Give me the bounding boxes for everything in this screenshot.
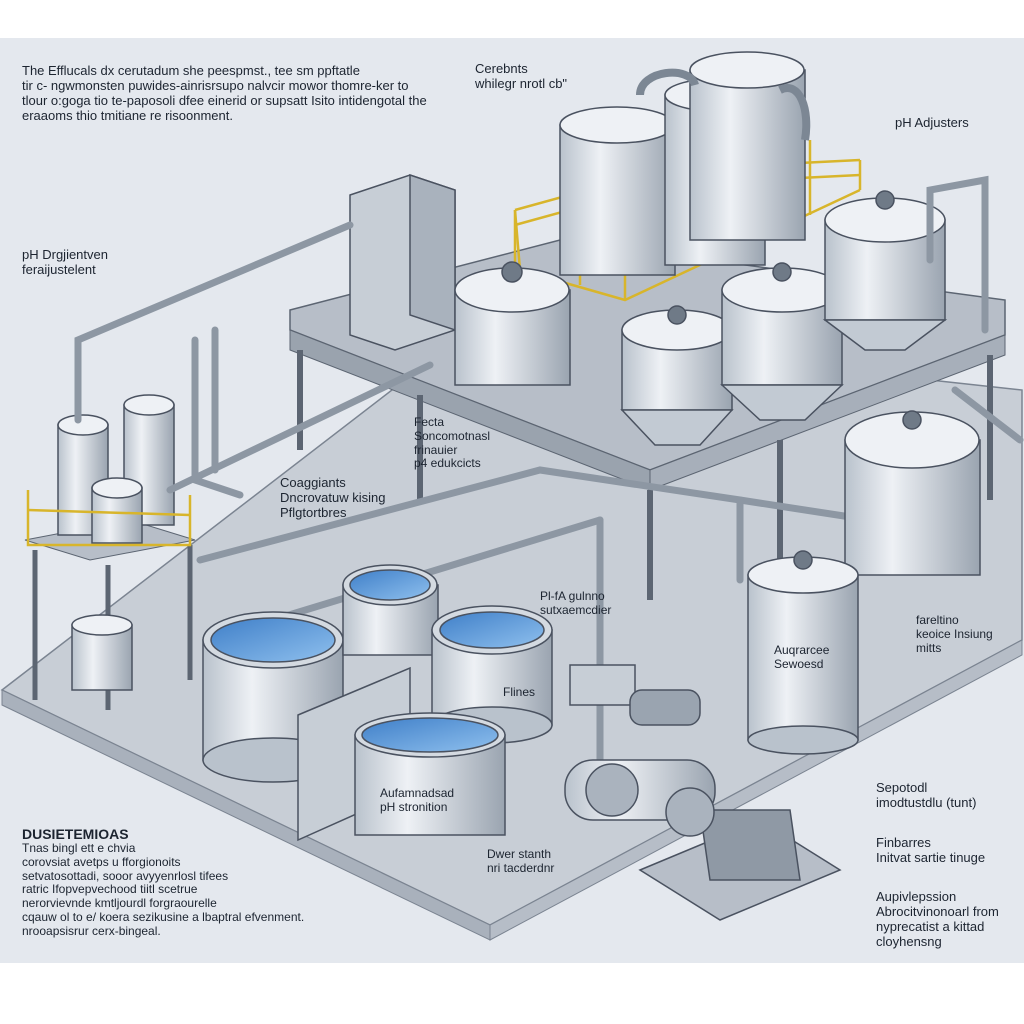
label-right-tank-side: fareltino keoice Insiung mitts xyxy=(916,613,993,655)
label-right-vessel-line-1: Auqrarcee xyxy=(774,643,830,657)
pump-skid xyxy=(564,664,842,921)
control-cabinet xyxy=(349,173,456,351)
label-ph-mid: Pl-fA gulnno sutxaemcdier xyxy=(540,589,612,618)
label-separator-line-2: imodtustdlu (tunt) xyxy=(876,794,977,810)
label-right-vessel-line-2: Sewoesd xyxy=(774,656,824,671)
label-pump-line-2: nri tacderdnr xyxy=(487,860,555,875)
label-ph-left-line-2: feraijustelent xyxy=(22,261,96,277)
label-ph-adjusters-line-1: pH Adjusters xyxy=(895,115,969,130)
label-pump: Dwer stanth nri tacderdnr xyxy=(487,847,555,876)
label-coagulants: Coaggiants Dncrovatuw kising Pflgtortbre… xyxy=(280,475,386,521)
storage-tanks-top xyxy=(559,51,811,276)
label-aupilvepssion-line-4: cloyhensng xyxy=(876,933,942,949)
notes-line-3: setvatosottadi, sooor avyyenrlosl tifees xyxy=(22,868,229,883)
notes-line-7: nrooapsisrur cerx-bingeal. xyxy=(22,923,161,938)
label-filtration: Finbarres Initvat sartie tinuge xyxy=(876,835,986,866)
notes-block: DUSIETEMIOAS Tnas bingl ett e chvia coro… xyxy=(22,826,304,939)
label-coagulants-line-2: Dncrovatuw kising xyxy=(280,489,386,505)
label-filtration-line-2: Initvat sartie tinuge xyxy=(876,849,986,865)
ph-adjuster-tanks xyxy=(620,190,948,446)
label-basin: Aufamnadsad pH stronition xyxy=(380,786,455,815)
label-centrifuge-line-2: whilegr nrotl cb" xyxy=(475,75,568,91)
label-ph-mid-line-2: sutxaemcdier xyxy=(540,602,612,617)
label-right-tank-side-line-1: fareltino xyxy=(916,613,959,627)
label-ph-mid-line-1: Pl-fA gulnno xyxy=(540,589,605,603)
label-center-mix: Fecta Soncomotnasl frinauier p4 edukcict… xyxy=(414,415,491,471)
label-coagulants-line-1: Coaggiants xyxy=(280,475,346,490)
label-center-mix-line-3: frinauier xyxy=(414,442,458,457)
label-ph-adjusters: pH Adjusters xyxy=(895,115,969,131)
label-pump-line-1: Dwer stanth xyxy=(487,847,552,861)
label-centrifuge: Cerebnts whilegr nrotl cb" xyxy=(475,61,568,92)
label-aupilvepssion-line-1: Aupivlepssion xyxy=(876,889,957,904)
label-filter-box-line-1: Flines xyxy=(503,685,536,699)
label-ph-left: pH Drgjientven feraijustelent xyxy=(22,247,108,278)
intro-line-3: tlour o:goga tio te-paposoli dfee eineri… xyxy=(22,92,427,108)
label-basin-line-2: pH stronition xyxy=(380,799,448,814)
label-aupilvepssion-line-2: Abrocitvinonoarl from xyxy=(876,903,999,919)
notes-title: DUSIETEMIOAS xyxy=(22,826,129,842)
label-basin-line-1: Aufamnadsad xyxy=(380,786,455,800)
label-right-vessel: Auqrarcee Sewoesd xyxy=(774,643,830,672)
intro-line-1: The Efflucals dx cerutadum she peespmst.… xyxy=(22,63,360,78)
intro-line-2: tir c- ngwmonsten puwides-ainrisrsupo na… xyxy=(22,77,409,93)
intro-line-4: eraaoms thio tmitiane re risoonment. xyxy=(22,107,233,123)
label-aupilvepssion: Aupivlepssion Abrocitvinonoarl from nypr… xyxy=(876,889,999,950)
coagulant-tank xyxy=(454,261,571,386)
right-vessels xyxy=(747,410,981,755)
left-tank-platform xyxy=(24,394,196,710)
label-filtration-line-1: Finbarres xyxy=(876,835,931,850)
label-filter-box: Flines xyxy=(503,685,536,700)
notes-line-2: corovsiat avetps u fforgionoits xyxy=(22,854,181,869)
label-center-mix-line-1: Fecta xyxy=(414,415,445,429)
label-centrifuge-line-1: Cerebnts xyxy=(475,61,528,76)
label-separator-line-1: Sepotodl xyxy=(876,780,928,795)
label-center-mix-line-4: p4 edukcicts xyxy=(414,456,481,471)
notes-line-1: Tnas bingl ett e chvia xyxy=(22,841,136,856)
label-center-mix-line-2: Soncomotnasl xyxy=(414,428,491,443)
notes-line-6: cqauw ol to e/ koera sezikusine a lbaptr… xyxy=(22,910,305,925)
label-ph-left-line-1: pH Drgjientven xyxy=(22,247,108,262)
label-right-tank-side-line-2: keoice Insiung xyxy=(916,626,993,641)
label-aupilvepssion-line-3: nyprecatist a kittad xyxy=(876,918,985,934)
mixing-basins xyxy=(202,564,553,842)
intro-text: The Efflucals dx cerutadum she peespmst.… xyxy=(22,63,427,124)
label-separator: Sepotodl imodtustdlu (tunt) xyxy=(876,780,977,811)
label-coagulants-line-3: Pflgtortbres xyxy=(280,504,347,520)
label-right-tank-side-line-3: mitts xyxy=(916,640,942,655)
notes-line-4: ratric Ifopvepvechood tiitl scetrue xyxy=(22,882,198,897)
notes-line-5: nerorvievnde kmtljourdl forgraourelle xyxy=(22,896,217,911)
